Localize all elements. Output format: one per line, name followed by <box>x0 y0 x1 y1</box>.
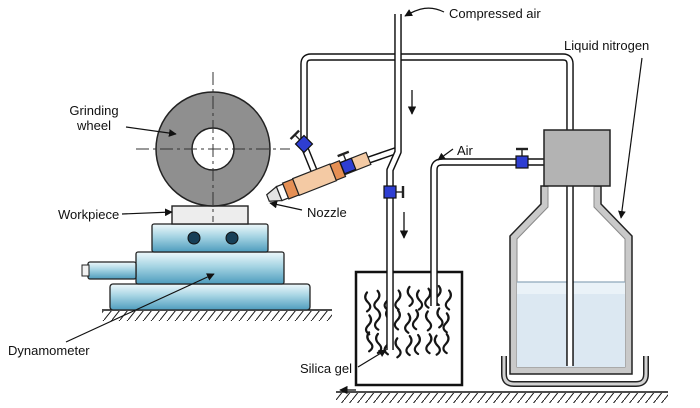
granule-squiggle <box>424 310 433 332</box>
ground-hatch <box>336 393 668 403</box>
dewar-stand-inner <box>502 356 648 386</box>
ln2-valve <box>289 129 314 154</box>
granule-squiggle <box>394 337 402 359</box>
granule-squiggle <box>406 285 414 307</box>
granule-squiggle <box>413 333 421 356</box>
ground-right <box>336 385 668 403</box>
bolt-hole <box>225 231 239 245</box>
granule-squiggle <box>444 289 452 311</box>
granule-squiggle <box>393 309 401 331</box>
leader-air <box>437 148 454 161</box>
grinding-wheel <box>136 72 290 222</box>
dynamometer <box>81 223 311 311</box>
nozzle-mixing-valve <box>337 150 357 175</box>
label-liquid-nitrogen: Liquid nitrogen <box>564 38 649 53</box>
granule-squiggle <box>404 312 412 334</box>
granule-squiggle <box>424 287 432 309</box>
granule-squiggle <box>373 289 381 311</box>
flow-arrows <box>399 90 417 239</box>
granule-squiggle <box>364 314 373 336</box>
workpiece <box>171 205 249 225</box>
compressed-air-pipe <box>364 14 402 350</box>
dewar-air-valve <box>515 147 529 169</box>
leader-liquid-nitrogen <box>618 57 643 219</box>
dynamometer-top-plate <box>151 223 269 253</box>
dynamometer-side-cap <box>81 264 90 277</box>
ground-left <box>102 309 332 321</box>
leader-compressed-air <box>404 7 445 17</box>
granule-squiggle <box>442 312 450 334</box>
granule-squiggle <box>425 333 433 355</box>
bolt-hole <box>187 231 201 245</box>
label-grinding-wheel-line1: Grinding <box>69 103 118 118</box>
label-dynamometer: Dynamometer <box>8 343 90 358</box>
dynamometer-side-cylinder <box>87 261 137 280</box>
granule-squiggle <box>364 291 372 313</box>
label-air: Air <box>457 143 474 158</box>
pipe-bore <box>301 54 573 366</box>
label-nozzle: Nozzle <box>307 205 347 220</box>
valve-body <box>294 134 314 154</box>
ground-hatch <box>102 311 332 321</box>
label-grinding-wheel-line2: wheel <box>76 118 111 133</box>
granule-squiggle <box>436 307 444 329</box>
label-workpiece: Workpiece <box>58 207 119 222</box>
valve-handle <box>337 150 350 158</box>
liquid-nitrogen-dewar <box>501 185 649 387</box>
granule-squiggle <box>442 333 450 355</box>
label-silica-gel: Silica gel <box>300 361 352 376</box>
leader-grinding-wheel <box>125 126 177 137</box>
leader-workpiece <box>121 208 173 217</box>
labels: Compressed air Liquid nitrogen Grinding … <box>8 6 649 376</box>
valve-body <box>515 155 529 169</box>
pipe-bore <box>431 159 556 306</box>
nozzle <box>266 151 372 202</box>
air-pipe <box>430 158 556 306</box>
liquid-nitrogen-pipe <box>300 53 574 366</box>
valve-body <box>339 157 357 175</box>
leader-nozzle <box>269 200 303 211</box>
silica-line-valve <box>383 185 405 199</box>
silica-gel-container <box>354 270 464 387</box>
dynamometer-base-plate <box>109 283 311 311</box>
granule-squiggle <box>405 335 413 357</box>
valve-body <box>383 185 397 199</box>
granule-squiggle <box>411 309 420 331</box>
label-compressed-air: Compressed air <box>449 6 541 21</box>
granule-squiggle <box>415 289 424 311</box>
branch-bore <box>365 147 399 164</box>
granule-squiggle <box>394 289 402 311</box>
leader-dynamometer <box>65 273 215 343</box>
granule-squiggle <box>373 309 382 331</box>
dewar-cap <box>543 129 611 187</box>
dynamometer-mid-block <box>135 251 285 285</box>
pipe-bore <box>387 14 401 350</box>
leader-silica-gel <box>357 349 387 368</box>
granule-squiggle <box>433 334 441 356</box>
valve-handle <box>289 129 300 140</box>
granule-squiggle <box>366 331 374 353</box>
